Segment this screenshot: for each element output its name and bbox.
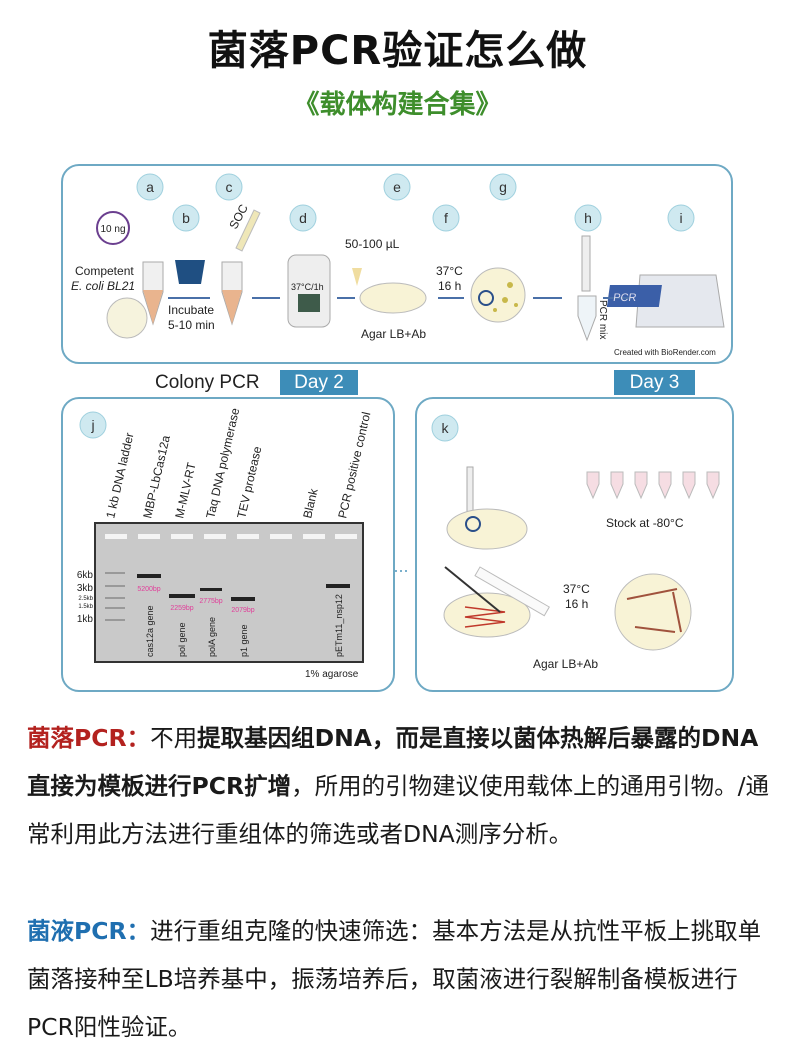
step-d: d [299,210,307,226]
marker-label: 1.5kb [78,604,93,610]
band-size: 2775bp [199,598,222,605]
day3-badge: Day 3 [614,370,695,395]
ecoli-label: E. coli BL21 [71,279,135,293]
colony-pcr-paragraph: 菌落PCR：不用提取基因组DNA，而是直接以菌体热解后暴露的DNA直接为模板进行… [27,714,772,858]
plate-label: Agar LB+Ab [361,327,426,341]
gene-label: pETm11_nsp12 [334,594,344,657]
temp-label: 37°C [563,582,590,596]
agar-plate-icon [359,282,427,314]
step-circle [136,173,164,201]
page-subtitle: 《载体构建合集》 [293,90,502,120]
colony-pcr-heading: 菌落PCR： [27,724,151,752]
pcr-mix-label: PCR mix [597,300,608,339]
step-circle [574,204,602,232]
colony-pcr-label: Colony PCR [155,372,260,393]
step-circle [383,173,411,201]
loop-icon [444,566,501,613]
small-tube-icon [352,268,362,286]
pcr-machine-label: PCR [612,292,637,304]
step-c: c [226,179,233,195]
bold-text: 提取基因组DNA，而是直接以菌体热解后暴露的DNA直接为模板进行PCR扩增 [27,724,759,800]
incubate-time-label: 5-10 min [168,318,215,332]
step-circle [215,173,243,201]
step-b: b [182,210,190,226]
gel-bands [137,574,350,601]
step-h: h [584,210,592,226]
soc-pipette-icon [235,209,261,252]
text: 进行重组克隆的快速筛选：基本方法是从抗性平板上挑取单菌落接种至LB培养基中，振荡… [27,917,762,1041]
day2-badge: Day 2 [280,370,358,395]
lane-label: M-MLV-RT [172,460,199,519]
step-f: f [444,210,448,226]
page-title: 菌落PCR验证怎么做 [207,28,588,74]
band-size: 5200bp [137,586,160,593]
bacterial-liquid-pcr-paragraph: 菌液PCR：进行重组克隆的快速筛选：基本方法是从抗性平板上挑取单菌落接种至LB培… [27,907,772,1044]
gene-label: polA gene [207,617,217,657]
gene-label: pol gene [177,622,187,657]
lane-label: MBP-LbCas12a [140,434,173,520]
step-circle [289,204,317,232]
band-size: 2079bp [231,607,254,614]
liquid-pcr-heading: 菌液PCR： [27,917,151,945]
lane-label: 1 kb DNA ladder [103,431,136,519]
pcr-tube-icon [577,295,597,342]
text: 不用 [150,724,198,752]
gel-illustration: j 1 kb DNA ladder MBP-LbCas12a M-MLV-RT … [77,406,374,680]
step-circle [172,204,200,232]
streak-illustration: k Stock at -80°C 37°C 16 h Agar LB+Ab [431,414,720,671]
gene-label: p1 gene [239,624,249,657]
workflow-illustration: a b c d e f g h i 10 ng [71,173,725,613]
temp-label: 37°C [436,264,463,278]
volume-label: 50-100 µL [345,237,400,251]
time-label: 16 h [565,597,588,611]
time-label: 16 h [438,279,461,293]
step-circle [667,204,695,232]
plasmid-icon [96,211,130,245]
marker-label: 1kb [77,614,94,625]
tube-icon [221,261,243,326]
text: ，所用的引物建议使用载体上的通用引物。/通常利用此方法进行重组体的筛选或者DNA… [27,772,769,848]
shaker-label: 37°C/1h [291,282,324,292]
colony-plate-icon [470,267,526,323]
stock-tubes-icon [586,471,720,500]
step-g: g [499,179,507,195]
panel-letter-k: k [442,420,450,436]
marker-label: 6kb [77,570,94,581]
step-circle [432,204,460,232]
step-i: i [679,210,682,226]
lane-label: Blank [300,486,321,519]
competent-label: Competent [75,264,134,278]
colony-plate-icon [446,508,528,550]
gene-label: cas12a gene [145,605,155,657]
ice-bucket-icon [175,260,205,284]
gel-image [94,522,364,663]
plate-label: Agar LB+Ab [533,657,598,671]
pipette-tip-icon [581,235,591,292]
band-size: 2259bp [170,605,193,612]
lid-icon [474,566,550,617]
incubated-plate-icon [614,573,692,651]
cells-zoom-icon [106,297,148,339]
tube-icon [142,261,164,326]
credit-label: Created with BioRender.com [614,348,716,357]
stock-label: Stock at -80°C [606,516,684,530]
step-e: e [393,179,401,195]
lane-label: PCR positive control [335,411,373,520]
incubate-label: Incubate [168,303,214,317]
lane-label: TEV protease [234,445,264,520]
panel-letter-j: j [90,417,94,433]
step-circle [489,173,517,201]
agarose-label: 1% agarose [305,669,359,680]
step-a: a [146,179,154,195]
marker-label: 3kb [77,583,94,594]
marker-label: 2.5kb [78,596,93,602]
plasmid-label: 10 ng [100,224,125,235]
